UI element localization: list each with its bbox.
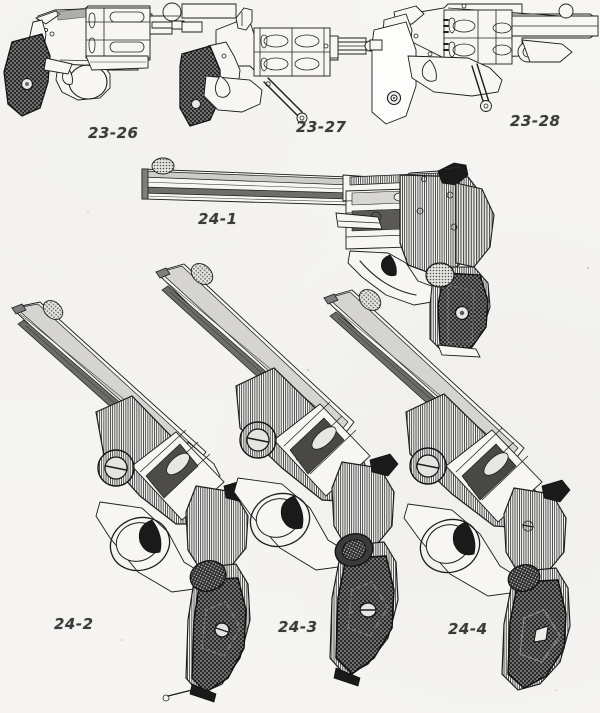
figure-label-24-2: 24-2 bbox=[54, 615, 94, 633]
figure-24-3 bbox=[140, 250, 410, 690]
figure-label-24-1: 24-1 bbox=[198, 210, 238, 228]
figure-24-1 bbox=[138, 155, 600, 360]
figure-23-26 bbox=[0, 0, 185, 125]
figure-label-24-3: 24-3 bbox=[278, 618, 318, 636]
figure-label-23-26: 23-26 bbox=[88, 124, 139, 142]
figure-label-23-27: 23-27 bbox=[296, 118, 347, 136]
figure-label-23-28: 23-28 bbox=[510, 112, 561, 130]
figure-23-27 bbox=[179, 0, 376, 130]
figure-23-28 bbox=[369, 0, 600, 132]
figure-24-2 bbox=[0, 280, 270, 705]
figure-label-24-4: 24-4 bbox=[448, 620, 488, 638]
figure-24-4 bbox=[310, 248, 600, 691]
